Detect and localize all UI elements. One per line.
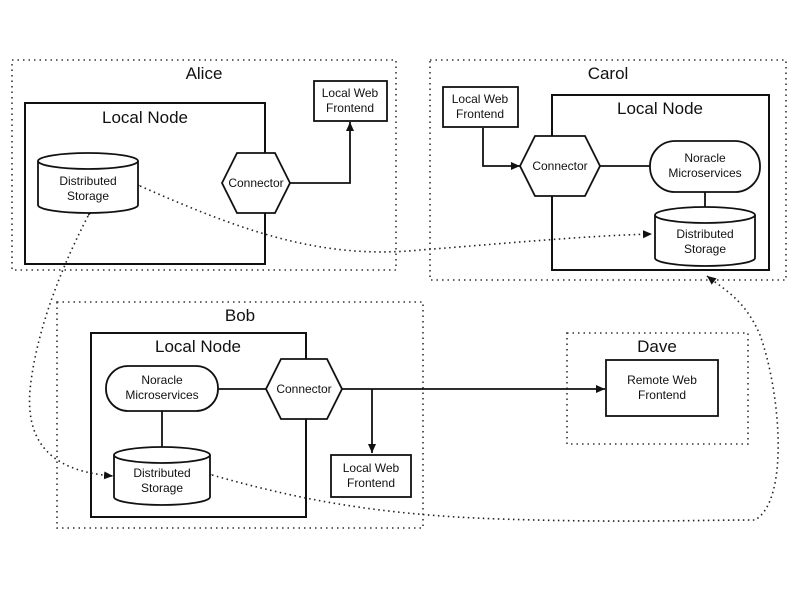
alice-frontend-line1: Local Web (322, 86, 379, 100)
alice-connector-label: Connector (228, 176, 283, 190)
alice-local-node-title: Local Node (102, 108, 188, 127)
dave-group-title: Dave (637, 337, 677, 356)
carol-local-node-title: Local Node (617, 99, 703, 118)
carol-storage-line2: Storage (684, 242, 726, 256)
alice-storage-line1: Distributed (59, 174, 116, 188)
bob-storage-line2: Storage (141, 481, 183, 495)
bob-group-title: Bob (225, 306, 255, 325)
carol-distributed-storage: Distributed Storage (654, 206, 756, 267)
carol-frontend-connector-arrow (479, 119, 520, 170)
dave-remote-web-frontend: Remote Web Frontend (605, 359, 719, 417)
bob-noracle-microservices: Noracle Microservices (105, 365, 219, 412)
carol-local-web-frontend: Local Web Frontend (442, 86, 519, 128)
alice-connector-frontend-arrow (281, 122, 354, 187)
bob-connector-label: Connector (276, 382, 331, 396)
bob-microservices-line1: Noracle (141, 373, 183, 387)
dave-frontend-line2: Frontend (638, 388, 686, 402)
carol-noracle-microservices: Noracle Microservices (649, 140, 761, 193)
carol-storage-line1: Distributed (676, 227, 733, 241)
bob-connector: Connector (264, 358, 344, 420)
carol-microservices-line2: Microservices (668, 166, 741, 180)
bob-microservices-line2: Microservices (125, 388, 198, 402)
bob-frontend-line2: Frontend (347, 476, 395, 490)
carol-group-title: Carol (588, 64, 629, 83)
bob-distributed-storage: Distributed Storage (113, 446, 211, 506)
bob-frontend-line1: Local Web (343, 461, 400, 475)
alice-distributed-storage: Distributed Storage (37, 152, 139, 214)
bob-local-node-title: Local Node (155, 337, 241, 356)
alice-frontend-line2: Frontend (326, 101, 374, 115)
bob-local-web-frontend: Local Web Frontend (330, 454, 412, 498)
carol-connector-label: Connector (532, 159, 587, 173)
carol-connector: Connector (518, 135, 602, 197)
alice-carol-storage-link (130, 178, 653, 253)
alice-group-title: Alice (186, 64, 223, 83)
bob-storage-line1: Distributed (133, 466, 190, 480)
dave-frontend-line1: Remote Web (627, 373, 697, 387)
carol-microservices-line1: Noracle (684, 151, 726, 165)
bob-carol-storage-link (202, 275, 779, 522)
carol-frontend-line1: Local Web (452, 92, 509, 106)
alice-storage-line2: Storage (67, 189, 109, 203)
carol-frontend-line2: Frontend (456, 107, 504, 121)
alice-bob-storage-link (28, 206, 114, 480)
alice-local-web-frontend: Local Web Frontend (313, 80, 388, 122)
alice-connector: Connector (220, 152, 292, 214)
